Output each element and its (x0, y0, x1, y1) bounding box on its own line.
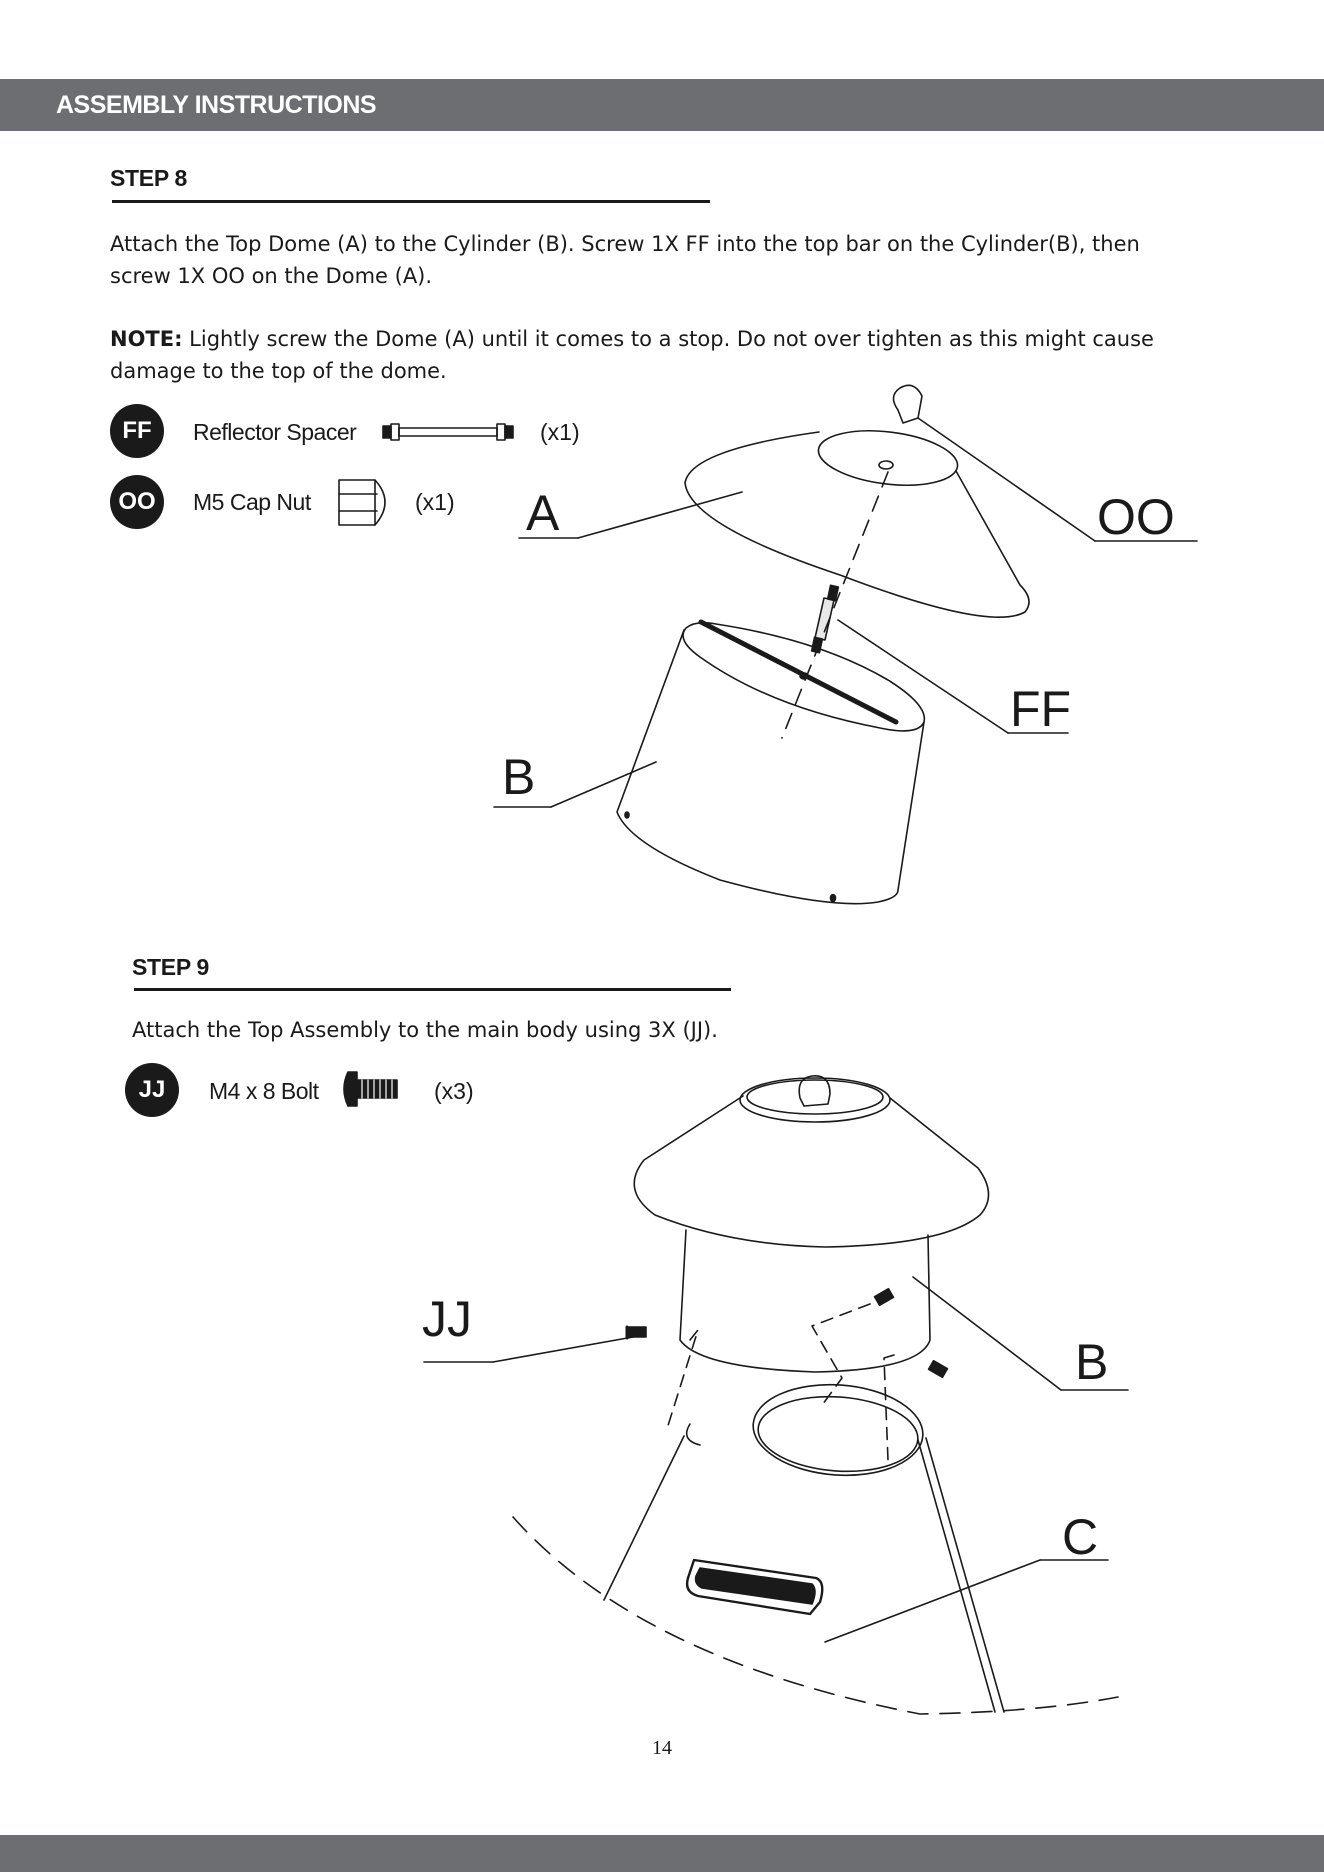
part-badge-jj: JJ (125, 1063, 179, 1117)
footer-bar (0, 1835, 1324, 1872)
step-9-instruction: Attach the Top Assembly to the main body… (132, 1018, 718, 1042)
step-9-rule (134, 988, 731, 991)
part-qty-ff: (x1) (540, 419, 580, 445)
header-bar: ASSEMBLY INSTRUCTIONS (0, 79, 1324, 131)
callout-b-step8: B (502, 749, 536, 805)
callout-oo: OO (1097, 489, 1175, 545)
part-name-jj: M4 x 8 Bolt (209, 1078, 319, 1104)
spacer-ff-drawing (810, 584, 1069, 734)
callout-c: C (1062, 1509, 1099, 1565)
part-badge-ff: FF (110, 404, 164, 458)
cylinder-b-drawing (493, 619, 926, 905)
page-number: 14 (652, 1737, 672, 1759)
step-8-instruction: Attach the Top Dome (A) to the Cylinder … (110, 232, 1140, 288)
spacer-icon (382, 423, 514, 441)
part-qty-oo: (x1) (415, 489, 455, 515)
part-badge-oo: OO (110, 475, 164, 529)
callout-b-step9: B (1075, 1334, 1109, 1390)
cap-nut-oo-drawing (892, 384, 1198, 542)
page-title: ASSEMBLY INSTRUCTIONS (56, 91, 377, 119)
step-8-rule (112, 200, 710, 203)
dome-a-drawing (684, 430, 1030, 618)
leader-b-step9 (912, 1276, 1062, 1391)
callout-a: A (526, 485, 560, 541)
base-c-drawing (603, 1383, 1109, 1713)
bolt-jj-drawing (625, 1287, 949, 1379)
leader-a (577, 491, 743, 539)
center-axis-dashed (781, 471, 889, 739)
step-8-title: STEP 8 (110, 165, 188, 191)
note-text: Lightly screw the Dome (A) until it come… (110, 327, 1154, 383)
alignment-dashed-lines (665, 1303, 895, 1461)
note-label: NOTE: (110, 327, 183, 351)
part-qty-jj: (x3) (434, 1078, 474, 1104)
dashed-arc (512, 1516, 1119, 1715)
callout-ff: FF (1010, 681, 1072, 737)
cuisinart-logo (685, 1558, 824, 1616)
cap-nut-icon (338, 479, 386, 526)
step-9-title: STEP 9 (132, 954, 210, 980)
part-name-ff: Reflector Spacer (193, 419, 357, 445)
step-8-note: NOTE: Lightly screw the Dome (A) until i… (110, 323, 1200, 387)
callout-jj: JJ (422, 1291, 472, 1347)
bolt-icon (343, 1071, 398, 1107)
top-assembly-drawing (633, 1075, 990, 1373)
part-name-oo: M5 Cap Nut (193, 489, 311, 515)
leader-jj (492, 1336, 634, 1363)
